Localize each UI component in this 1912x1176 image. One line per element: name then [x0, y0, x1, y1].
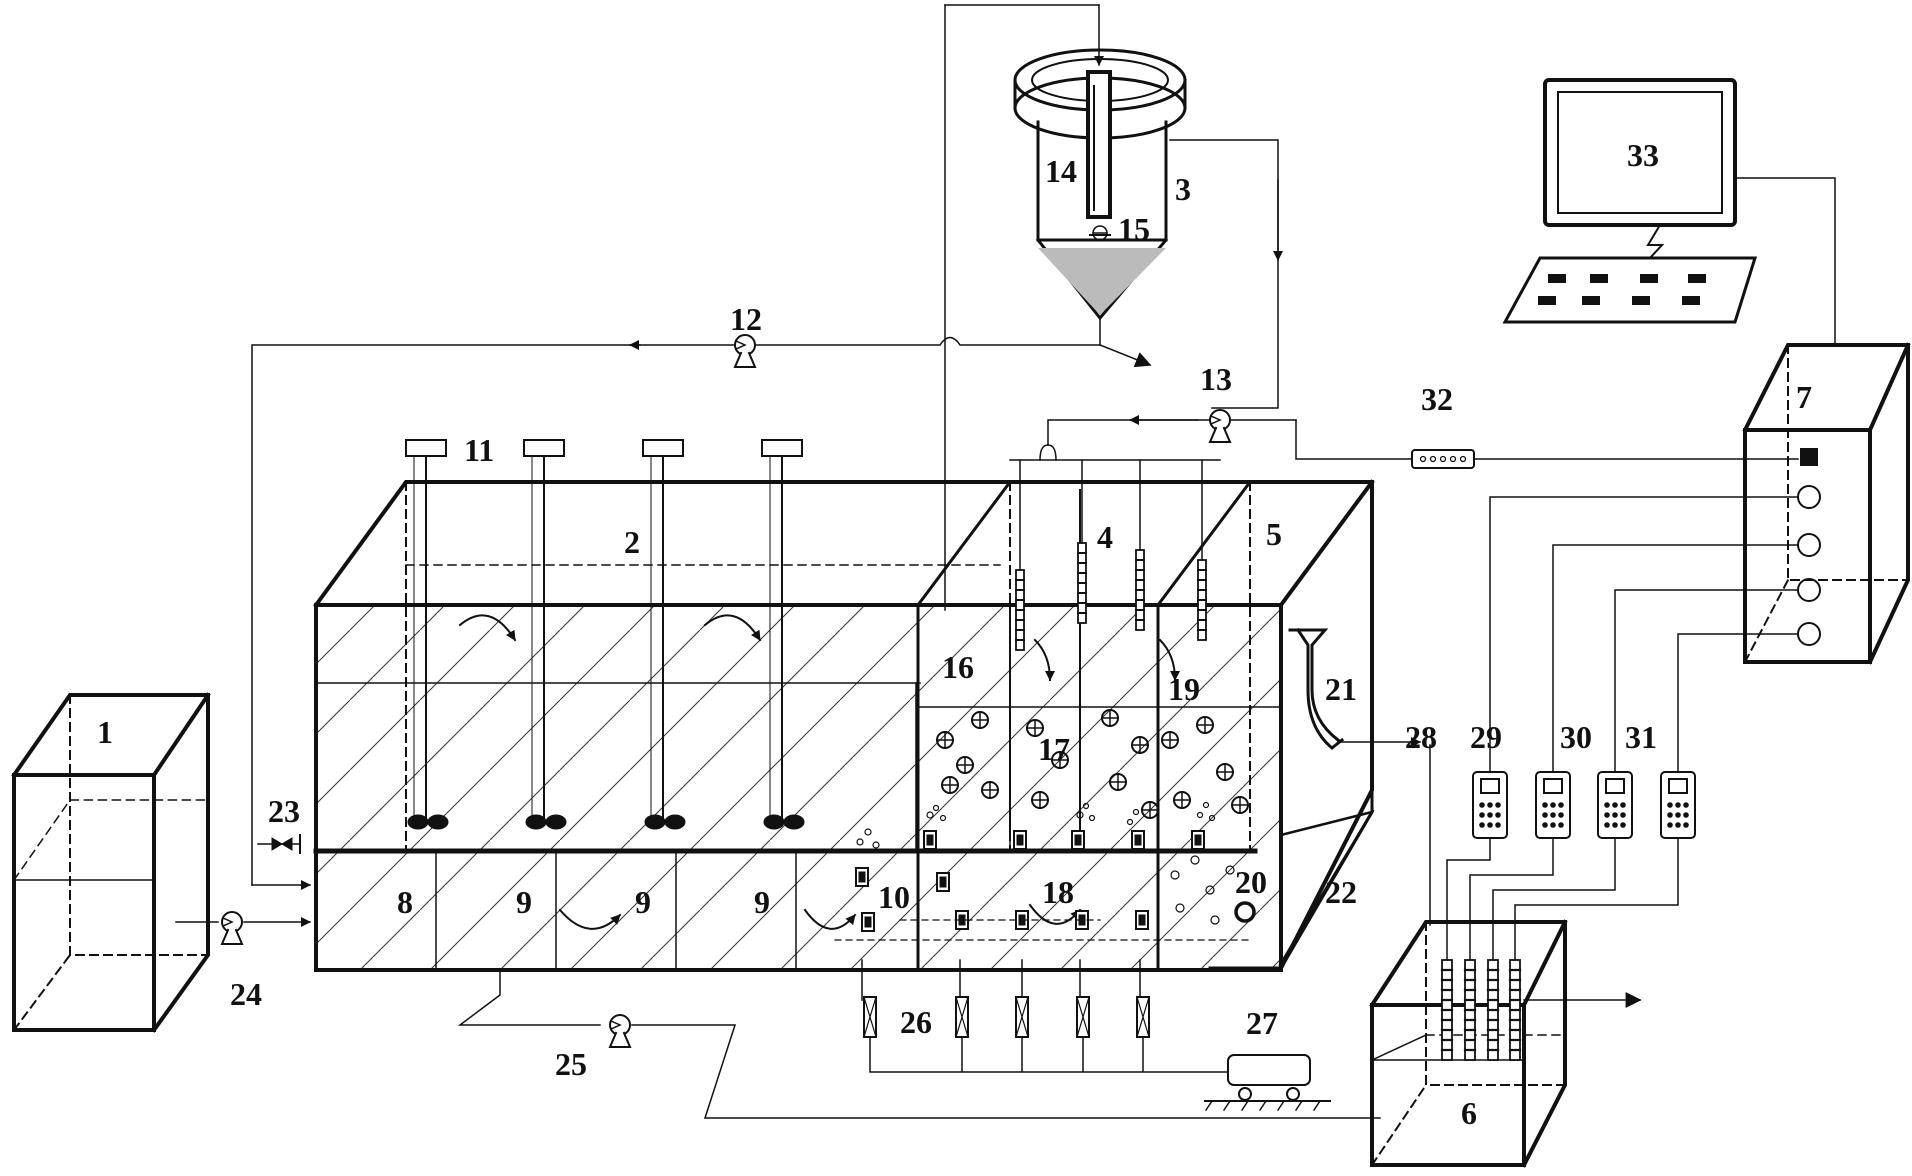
label-1: 1 [97, 714, 113, 750]
label-17: 17 [1038, 731, 1070, 767]
clarifier [1013, 4, 1187, 321]
computer-keyboard [1502, 256, 1758, 324]
label-29: 29 [1470, 719, 1502, 755]
label-15: 15 [1118, 211, 1150, 247]
label-5: 5 [1266, 516, 1282, 552]
label-3: 3 [1175, 171, 1191, 207]
label-12: 12 [730, 301, 762, 337]
label-30: 30 [1560, 719, 1592, 755]
label-9a: 9 [516, 884, 532, 920]
controller [1742, 342, 1911, 665]
label-14: 14 [1045, 153, 1077, 189]
meters [1472, 771, 1696, 839]
mixers [405, 439, 803, 821]
label-9c: 9 [754, 884, 770, 920]
labels: 1 2 3 4 5 6 7 8 9 9 9 10 11 12 13 14 15 … [97, 137, 1812, 1131]
label-32: 32 [1421, 381, 1453, 417]
label-25: 25 [555, 1046, 587, 1082]
label-13: 13 [1200, 361, 1232, 397]
label-22: 22 [1325, 874, 1357, 910]
influent-tank [11, 692, 211, 1033]
label-28: 28 [1405, 719, 1437, 755]
drawing [11, 4, 1911, 1168]
label-11: 11 [464, 432, 494, 468]
label-19: 19 [1168, 671, 1200, 707]
label-33: 33 [1627, 137, 1659, 173]
label-24: 24 [230, 976, 262, 1012]
label-9b: 9 [635, 884, 651, 920]
air-compressor [1204, 1054, 1331, 1112]
label-16: 16 [942, 649, 974, 685]
label-10: 10 [878, 879, 910, 915]
label-2: 2 [624, 524, 640, 560]
label-8: 8 [397, 884, 413, 920]
bubbles [856, 801, 1235, 925]
label-26: 26 [900, 1004, 932, 1040]
label-21: 21 [1325, 671, 1357, 707]
label-6: 6 [1461, 1095, 1477, 1131]
effluent-tank [1369, 919, 1642, 1168]
computer-monitor [1543, 78, 1737, 260]
label-20: 20 [1235, 864, 1267, 900]
label-23: 23 [268, 793, 300, 829]
label-7: 7 [1796, 379, 1812, 415]
label-31: 31 [1625, 719, 1657, 755]
main-tank [313, 479, 1375, 972]
label-18: 18 [1042, 874, 1074, 910]
label-4: 4 [1097, 519, 1113, 555]
label-27: 27 [1246, 1005, 1278, 1041]
